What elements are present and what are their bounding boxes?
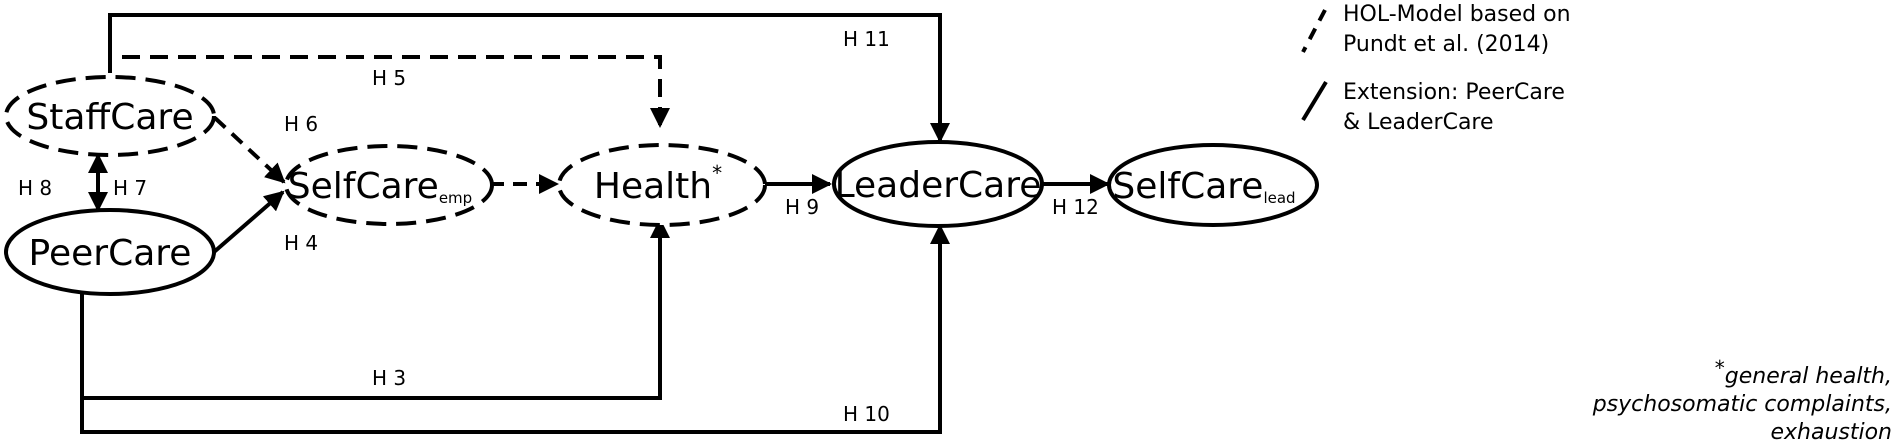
label-h12: H 12 <box>1052 195 1099 219</box>
edge-h4 <box>212 190 285 254</box>
node-leadercare-shape <box>832 140 1044 228</box>
node-selfcare-emp: SelfCareemp <box>284 144 494 226</box>
edge-h6 <box>213 116 286 184</box>
label-h10: H 10 <box>843 402 890 426</box>
node-selfcare-lead-shape <box>1107 143 1319 227</box>
footnote: *general health, psychosomatic complaint… <box>1592 356 1892 442</box>
footnote-line-3: exhaustion <box>1770 420 1892 442</box>
label-h7: H 7 <box>113 176 147 200</box>
node-selfcare-lead-label: SelfCarelead <box>1112 166 1295 207</box>
node-health-asterisk: * <box>712 161 722 185</box>
label-h4: H 4 <box>284 231 318 255</box>
footnote-line-2: psychosomatic complaints, <box>1592 392 1892 417</box>
label-h6: H 6 <box>284 112 318 136</box>
label-h9: H 9 <box>785 195 819 219</box>
node-peercare-shape <box>4 208 216 296</box>
node-staffcare: StaffCare <box>4 75 216 157</box>
label-h8: H 8 <box>18 176 52 200</box>
node-selfcare-lead: SelfCarelead <box>1107 143 1319 227</box>
legend-dashed-text-2: Pundt et al. (2014) <box>1343 32 1549 57</box>
node-leadercare-label: LeaderCare <box>835 165 1042 206</box>
legend-dashed-text-1: HOL-Model based on <box>1343 2 1571 27</box>
legend-solid-line-sample <box>1301 80 1328 122</box>
edge-h11 <box>108 13 950 143</box>
node-selfcare-lead-subscript: lead <box>1263 189 1295 207</box>
node-selfcare-emp-label: SelfCareemp <box>288 166 472 207</box>
node-health-shape <box>557 143 767 227</box>
node-leadercare: LeaderCare <box>832 140 1044 228</box>
node-staffcare-shape <box>4 75 216 157</box>
edge-h10 <box>80 224 950 434</box>
node-health: Health* <box>557 143 767 227</box>
node-staffcare-label: StaffCare <box>26 97 193 138</box>
label-h5: H 5 <box>372 66 406 90</box>
node-peercare-label: PeerCare <box>29 233 192 274</box>
footnote-asterisk: * <box>1715 356 1725 380</box>
footnote-line-1: *general health, <box>1715 356 1892 389</box>
legend-solid-text-1: Extension: PeerCare <box>1343 80 1565 105</box>
node-peercare: PeerCare <box>4 208 216 296</box>
label-h11: H 11 <box>843 27 890 51</box>
legend-solid-text-2: & LeaderCare <box>1343 110 1494 135</box>
node-selfcare-emp-shape <box>284 144 494 226</box>
node-selfcare-emp-subscript: emp <box>439 189 472 207</box>
label-h3: H 3 <box>372 366 406 390</box>
edge-h3 <box>80 218 670 400</box>
legend-dashed-line-sample <box>1301 9 1327 53</box>
legend: HOL-Model based on Pundt et al. (2014) E… <box>1301 2 1571 135</box>
node-health-label: Health* <box>594 161 722 207</box>
